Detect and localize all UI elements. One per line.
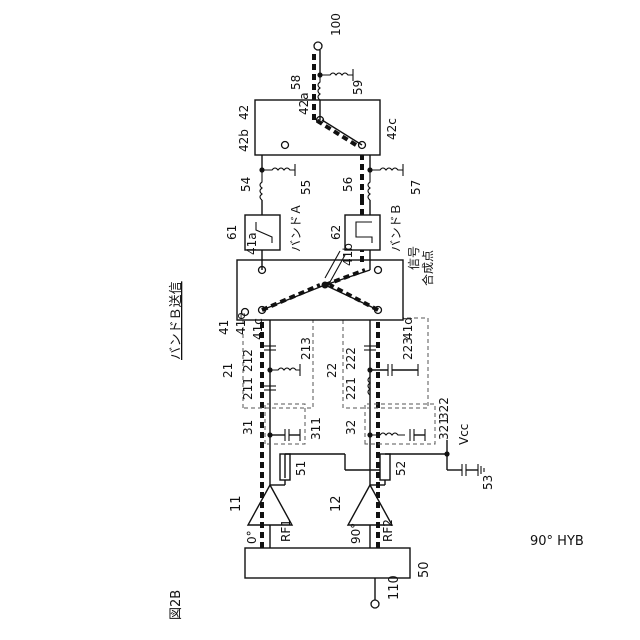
label-100: 100 (329, 13, 343, 36)
label-52: 52 (394, 461, 408, 476)
label-322: 322 (437, 397, 451, 420)
label-22: 22 (325, 363, 339, 378)
label-41d: 41d (401, 317, 415, 340)
label-57: 57 (409, 180, 423, 195)
label-rf1: RF1 (279, 519, 293, 542)
label-59: 59 (351, 80, 365, 95)
label-61: 61 (225, 225, 239, 240)
label-41b: 41b (341, 243, 355, 266)
label-311: 311 (309, 417, 323, 440)
label-211: 211 (241, 377, 255, 400)
label-212: 212 (241, 349, 255, 372)
label-50: 50 (417, 561, 432, 578)
label-90deg: 90° (349, 523, 363, 544)
label-54: 54 (239, 177, 253, 192)
network-56-57 (362, 155, 403, 200)
hybrid-label: 90° HYB (530, 534, 584, 549)
label-band-b: バンドＢ (389, 203, 403, 252)
label-11: 11 (229, 495, 244, 512)
label-222: 222 (344, 347, 358, 370)
label-31: 31 (241, 420, 255, 435)
label-55: 55 (299, 180, 313, 195)
block-31 (265, 404, 305, 444)
label-vcc: Vcc (457, 424, 471, 445)
label-signal-2: 合成点 (420, 250, 435, 286)
label-58: 58 (289, 75, 303, 90)
label-42a: 42a (297, 92, 311, 115)
input-port-110 (371, 578, 379, 608)
label-56: 56 (341, 177, 355, 192)
label-21: 21 (221, 363, 235, 378)
label-62: 62 (329, 225, 343, 240)
label-rf2: RF2 (381, 519, 395, 542)
mode-label: バンドＢ送信 (169, 281, 184, 360)
block-32 (365, 404, 435, 444)
label-signal-1: 信号 (407, 246, 421, 270)
label-53: 53 (481, 475, 495, 490)
figure-title: 図2B (169, 590, 184, 620)
output-network (314, 42, 353, 100)
label-12: 12 (329, 495, 344, 512)
label-band-a: バンドＡ (289, 203, 303, 252)
label-41e: 41e (234, 312, 248, 335)
hybrid-50 (245, 548, 410, 578)
label-41: 41 (217, 320, 231, 335)
label-41c: 41c (251, 318, 265, 340)
label-321: 321 (437, 417, 451, 440)
resistor-52 (380, 454, 390, 480)
network-54-55 (259, 155, 295, 200)
label-42c: 42c (385, 118, 399, 140)
label-213: 213 (299, 337, 313, 360)
label-41a: 41a (245, 232, 259, 255)
label-221: 221 (344, 377, 358, 400)
label-42: 42 (237, 105, 251, 120)
label-0deg: 0° (245, 530, 259, 544)
label-110: 110 (387, 575, 402, 600)
label-51: 51 (294, 461, 308, 476)
label-32: 32 (344, 420, 358, 435)
label-223: 223 (401, 337, 415, 360)
label-42b: 42b (237, 129, 251, 152)
